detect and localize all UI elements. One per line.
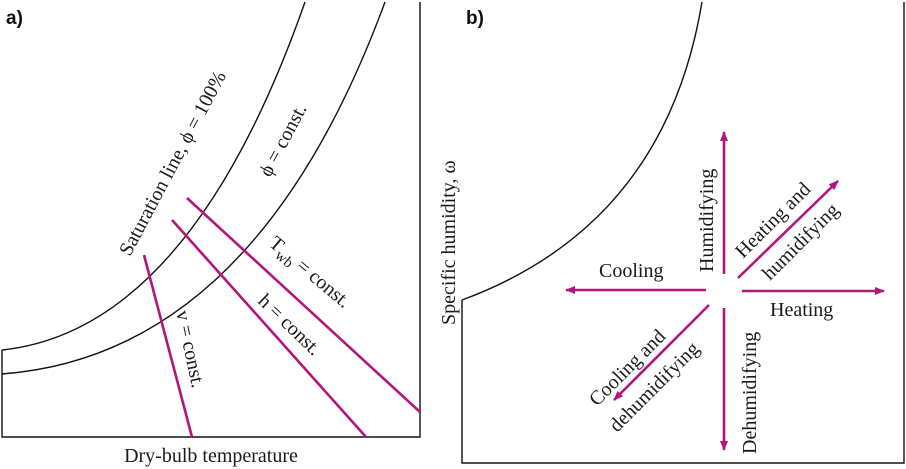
panel-a: a) Saturation line, ϕ = 100% ϕ = const. … bbox=[1, 1, 421, 467]
dehumidifying-label: Dehumidifying bbox=[739, 332, 761, 454]
v-const-line bbox=[142, 254, 194, 438]
saturation-curve-b bbox=[461, 1, 703, 301]
cooling-label: Cooling bbox=[599, 260, 663, 282]
dry-bulb-temperature-label: Dry-bulb temperature bbox=[124, 445, 298, 467]
h-const-line bbox=[171, 219, 367, 438]
phi-const-label: ϕ = const. bbox=[255, 100, 312, 180]
cooling-dehumidifying-arrow bbox=[613, 304, 710, 401]
heating-label: Heating bbox=[770, 299, 833, 321]
panel-b: b) Specific humidity, ω Humidifying Heat… bbox=[438, 1, 905, 464]
panel-a-label: a) bbox=[6, 8, 23, 29]
panel-a-axes bbox=[1, 2, 421, 438]
heating-humidifying-arrow bbox=[737, 180, 839, 279]
specific-humidity-label: Specific humidity, ω bbox=[438, 160, 460, 325]
phi-const-curve bbox=[1, 1, 386, 375]
saturation-line-label: Saturation line, ϕ = 100% bbox=[115, 67, 231, 259]
panel-b-label: b) bbox=[466, 8, 484, 29]
humidifying-label: Humidifying bbox=[696, 169, 718, 272]
twb-const-line bbox=[186, 197, 421, 413]
panel-b-axes bbox=[461, 2, 905, 464]
saturation-curve bbox=[1, 1, 306, 351]
